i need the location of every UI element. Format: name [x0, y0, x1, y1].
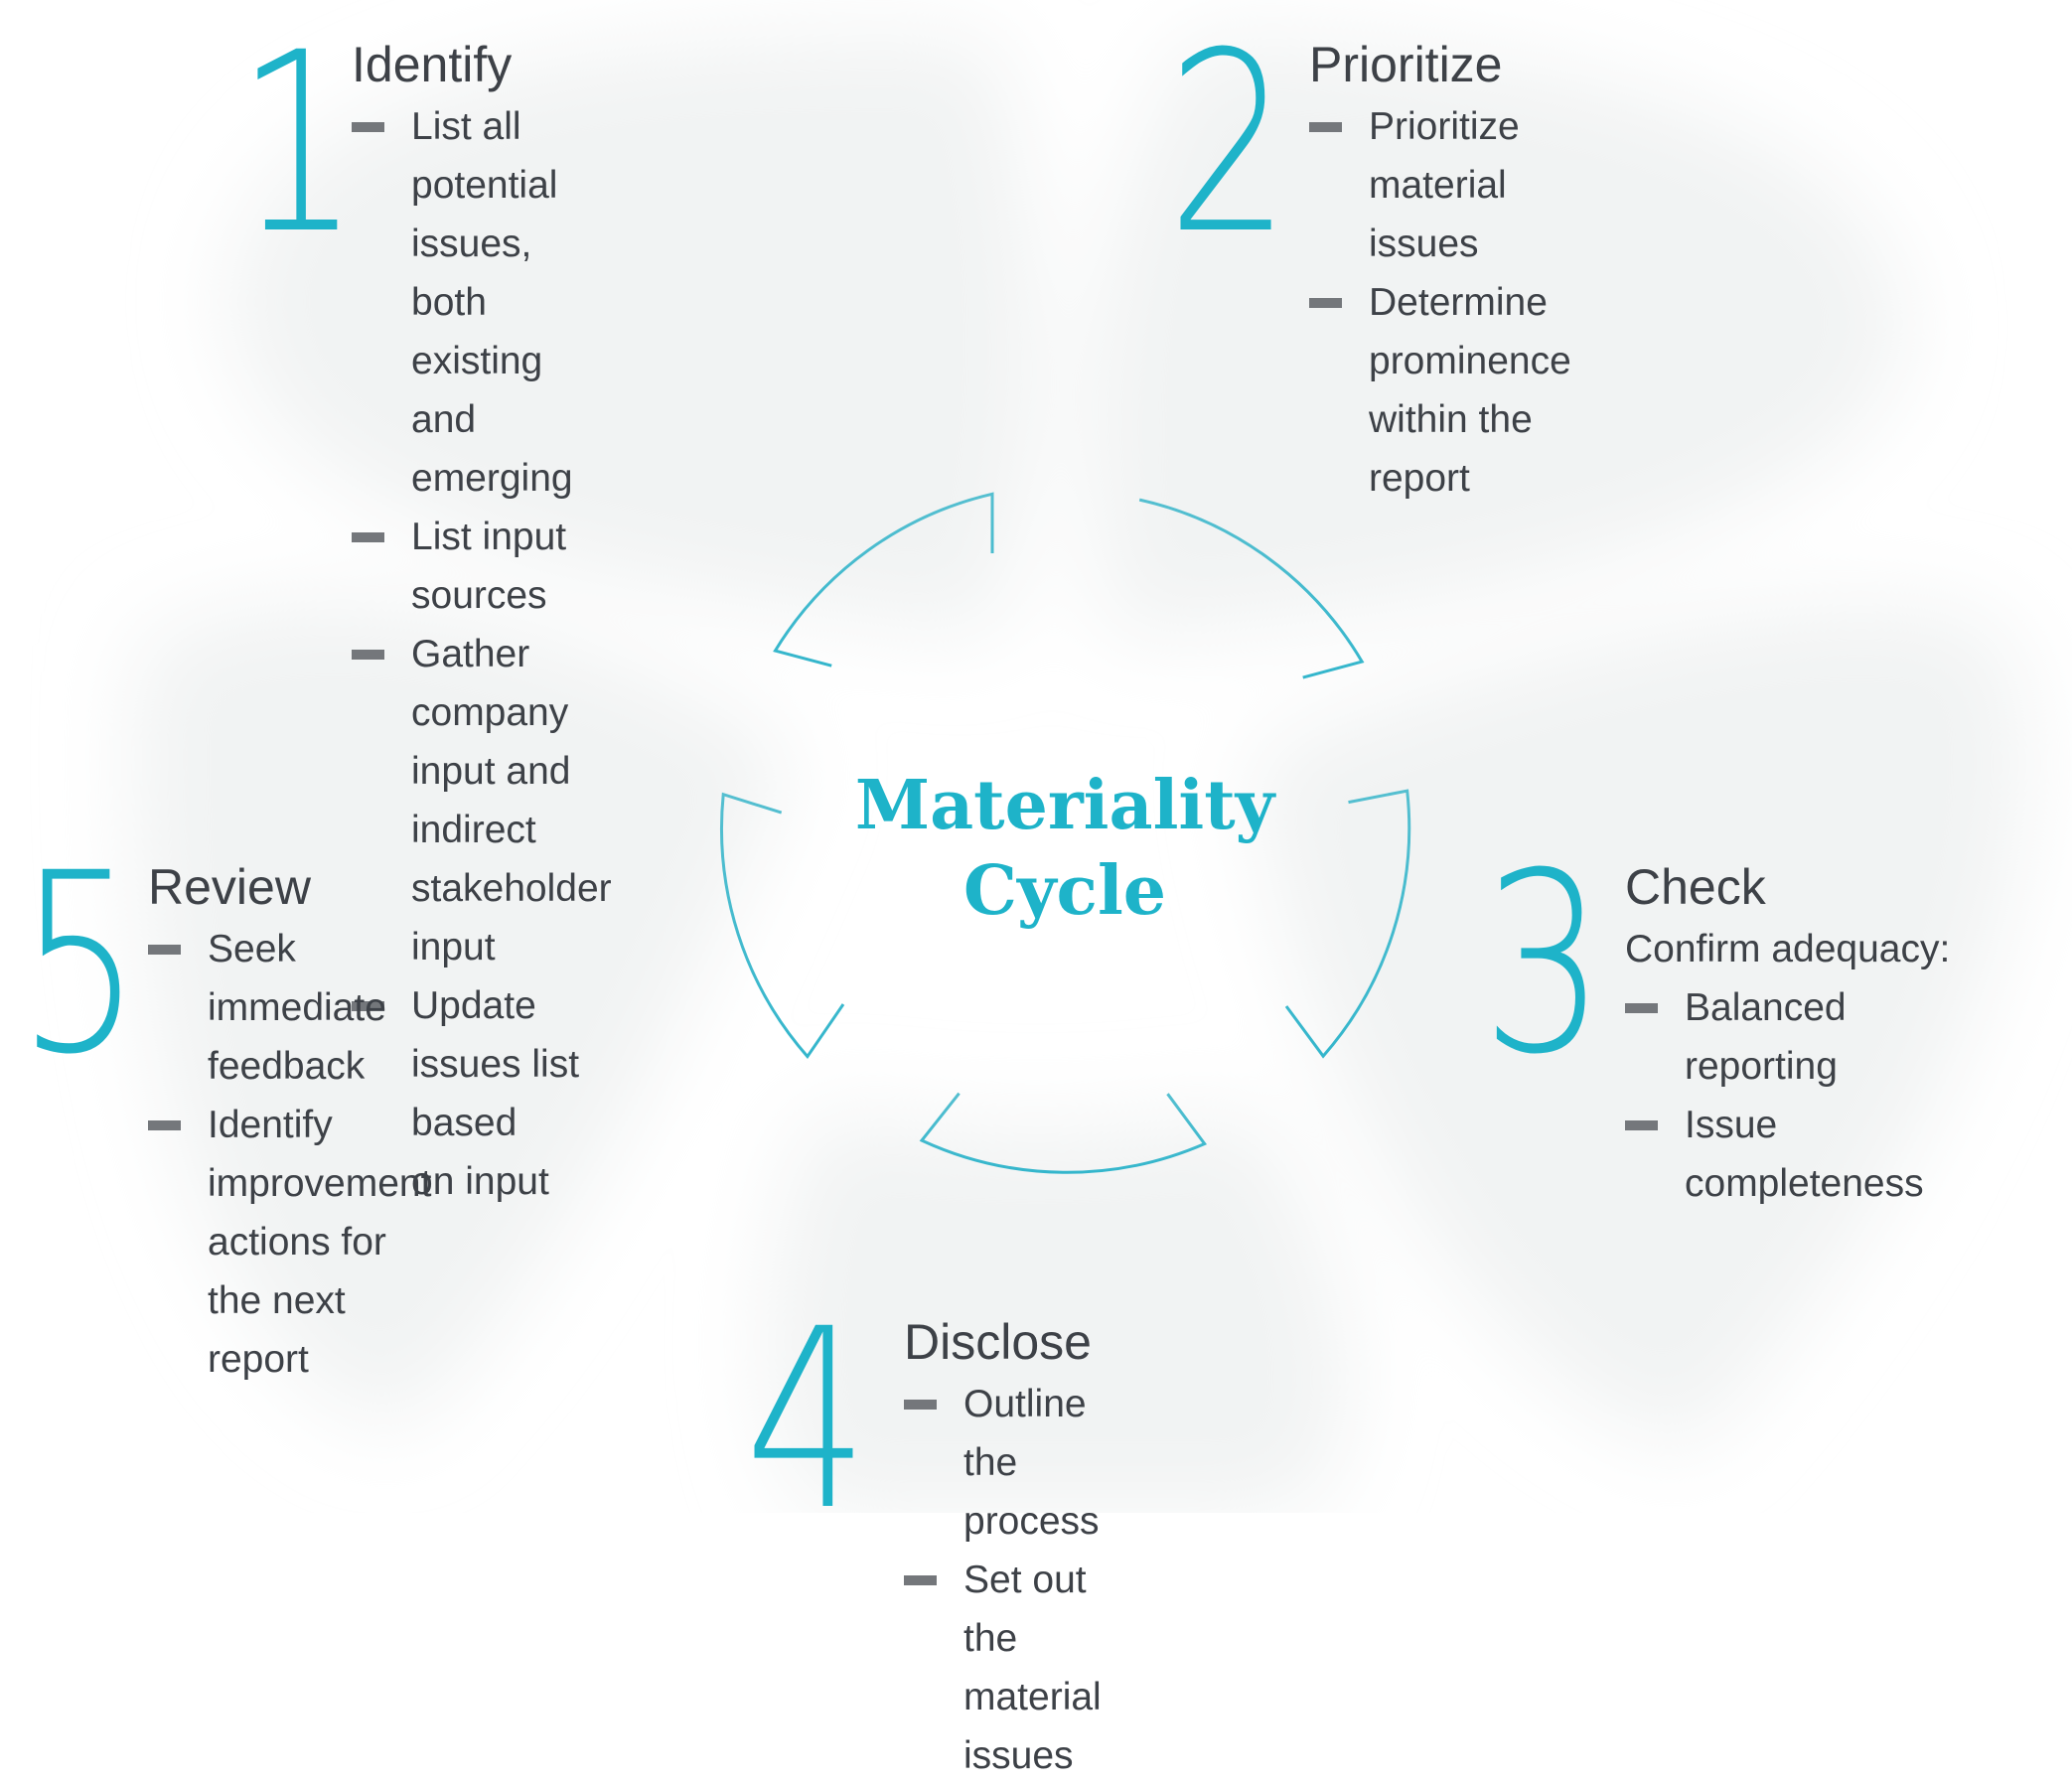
step-title-identify: Identify [352, 37, 513, 92]
list-item: List all potential issues, both existing… [352, 97, 612, 508]
step-list-check: Balanced reporting Issue completeness [1625, 978, 1924, 1213]
list-item: Issue completeness [1625, 1096, 1924, 1213]
list-item: List input sources [352, 508, 612, 625]
list-item: Identify improvement actions for the nex… [148, 1096, 431, 1389]
materiality-cycle-ring [720, 492, 1411, 1174]
step-title-disclose: Disclose [904, 1314, 1092, 1370]
dash-bullet-icon [352, 1001, 384, 1011]
step-list-identify: List all potential issues, both existing… [352, 97, 612, 1211]
step-subtitle-check: Confirm adequacy: [1625, 928, 1951, 970]
list-item: Balanced reporting [1625, 978, 1924, 1096]
step-list-review: Seek immediate feedback Identify improve… [148, 920, 431, 1389]
dash-bullet-icon [1625, 1003, 1658, 1013]
ring-segment-identify [773, 492, 994, 668]
background-petals [136, 38, 2025, 1513]
list-item: Gather company input and indirect stakeh… [352, 625, 612, 976]
list-item: Seek immediate feedback [148, 920, 431, 1096]
ring-segment-disclose [919, 1092, 1208, 1174]
list-item: Set out the material issues [904, 1551, 1102, 1785]
dash-bullet-icon [352, 650, 384, 660]
step-number-5: 5 [18, 819, 142, 1109]
step-list-disclose: Outline the process Set out the material… [904, 1375, 1102, 1785]
ring-segment-review [720, 792, 845, 1060]
center-title: Materiality Cycle [807, 763, 1323, 934]
step-list-prioritize: Prioritize material issues Determine pro… [1309, 97, 1571, 508]
step-number-3: 3 [1482, 819, 1606, 1109]
dash-bullet-icon [1309, 298, 1342, 308]
dash-bullet-icon [352, 122, 384, 132]
dash-bullet-icon [904, 1400, 937, 1410]
step-number-2: 2 [1167, 0, 1291, 288]
list-item: Outline the process [904, 1375, 1102, 1551]
ring-segment-check [1284, 789, 1411, 1059]
list-item: Prioritize material issues [1309, 97, 1571, 273]
step-title-prioritize: Prioritize [1309, 37, 1503, 92]
step-number-4: 4 [745, 1275, 869, 1564]
dash-bullet-icon [1625, 1120, 1658, 1130]
step-title-check: Check [1625, 859, 1766, 915]
list-item: Update issues list based on input [352, 976, 612, 1211]
dash-bullet-icon [904, 1575, 937, 1585]
dash-bullet-icon [148, 1120, 181, 1130]
step-title-review: Review [148, 859, 311, 915]
ring-segment-prioritize [1138, 498, 1365, 679]
step-number-1: 1 [236, 0, 361, 288]
center-title-line-1: Materiality [854, 766, 1275, 845]
list-item: Determine prominence within the report [1309, 273, 1571, 508]
dash-bullet-icon [148, 945, 181, 955]
center-title-line-2: Cycle [962, 851, 1167, 931]
dash-bullet-icon [352, 532, 384, 542]
dash-bullet-icon [1309, 122, 1342, 132]
